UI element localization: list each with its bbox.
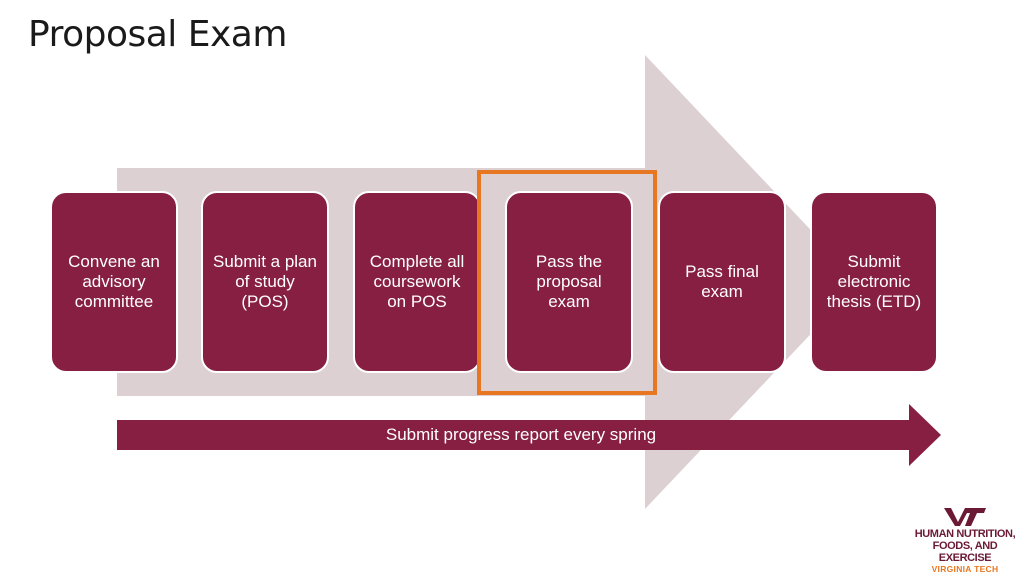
logo-line-1: HUMAN NUTRITION, bbox=[914, 528, 1016, 540]
progress-arrow bbox=[117, 404, 941, 466]
vt-logo-icon bbox=[944, 508, 986, 526]
step-convene-committee: Convene an advisory committee bbox=[50, 191, 178, 373]
step-complete-coursework: Complete all coursework on POS bbox=[353, 191, 481, 373]
step-label: Complete all coursework on POS bbox=[369, 252, 465, 311]
step-label: Convene an advisory committee bbox=[68, 252, 160, 311]
step-label: Submit electronic thesis (ETD) bbox=[826, 252, 922, 311]
step-label: Submit a plan of study (POS) bbox=[213, 252, 317, 311]
step-label: Pass the proposal exam bbox=[535, 252, 603, 311]
step-pass-final-exam: Pass final exam bbox=[658, 191, 786, 373]
progress-arrow-label: Submit progress report every spring bbox=[385, 425, 657, 444]
step-submit-etd: Submit electronic thesis (ETD) bbox=[810, 191, 938, 373]
page-title: Proposal Exam bbox=[28, 14, 287, 55]
step-label: Pass final exam bbox=[685, 262, 759, 301]
step-pass-proposal-exam: Pass the proposal exam bbox=[505, 191, 633, 373]
logo-line-3: VIRGINIA TECH bbox=[931, 564, 999, 574]
logo: HUMAN NUTRITION, FOODS, AND EXERCISE VIR… bbox=[910, 506, 1020, 574]
step-submit-plan-of-study: Submit a plan of study (POS) bbox=[201, 191, 329, 373]
logo-line-2: FOODS, AND EXERCISE bbox=[932, 540, 998, 564]
current-step-highlight bbox=[477, 170, 657, 395]
